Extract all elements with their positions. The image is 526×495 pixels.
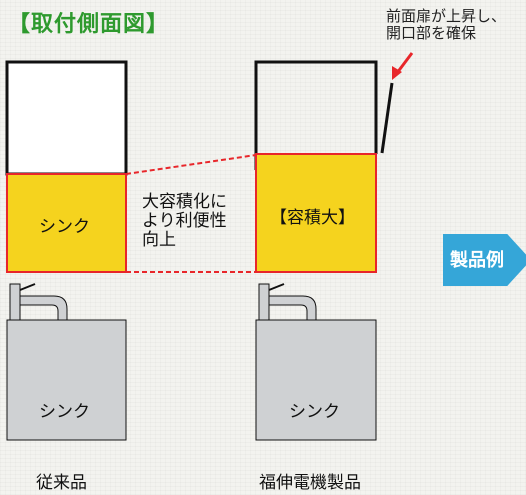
right-sink-cabinet bbox=[255, 319, 377, 441]
front-door-note: 前面扉が上昇し、 開口部を確保 bbox=[386, 8, 506, 42]
product-example-tab[interactable] bbox=[443, 234, 526, 286]
benefit-line-2: より利便性 bbox=[142, 211, 227, 231]
note-line-2: 開口部を確保 bbox=[386, 24, 477, 42]
left-caption: 従来品 bbox=[36, 473, 87, 493]
left-sink-box bbox=[6, 173, 127, 273]
door-pointer-arrow bbox=[392, 52, 414, 80]
benefit-line-1: 大容積化に bbox=[142, 192, 227, 212]
diagram-title: 【取付側面図】 bbox=[8, 12, 170, 37]
right-caption: 福伸電機製品 bbox=[259, 473, 361, 493]
upper-dashed-guide bbox=[125, 154, 257, 175]
right-sink-box bbox=[255, 153, 377, 273]
product-example-label[interactable]: 製品例 bbox=[450, 250, 504, 271]
right-cabinet-label: シンク bbox=[289, 402, 340, 422]
left-upper-cabinet bbox=[5, 60, 128, 176]
capacity-benefit-text: 大容積化に より利便性 向上 bbox=[142, 193, 227, 250]
left-sink-cabinet bbox=[6, 319, 127, 441]
left-cabinet-label: シンク bbox=[39, 402, 90, 422]
left-faucet-icon bbox=[9, 283, 68, 322]
left-sink-label: シンク bbox=[39, 217, 90, 237]
note-line-1: 前面扉が上昇し、 bbox=[386, 7, 507, 25]
right-cabinet-frame bbox=[254, 60, 378, 170]
right-sink-label: 【容積大】 bbox=[270, 208, 355, 228]
raised-front-door bbox=[380, 82, 394, 154]
benefit-line-3: 向上 bbox=[142, 230, 176, 250]
right-faucet-icon bbox=[258, 283, 317, 322]
